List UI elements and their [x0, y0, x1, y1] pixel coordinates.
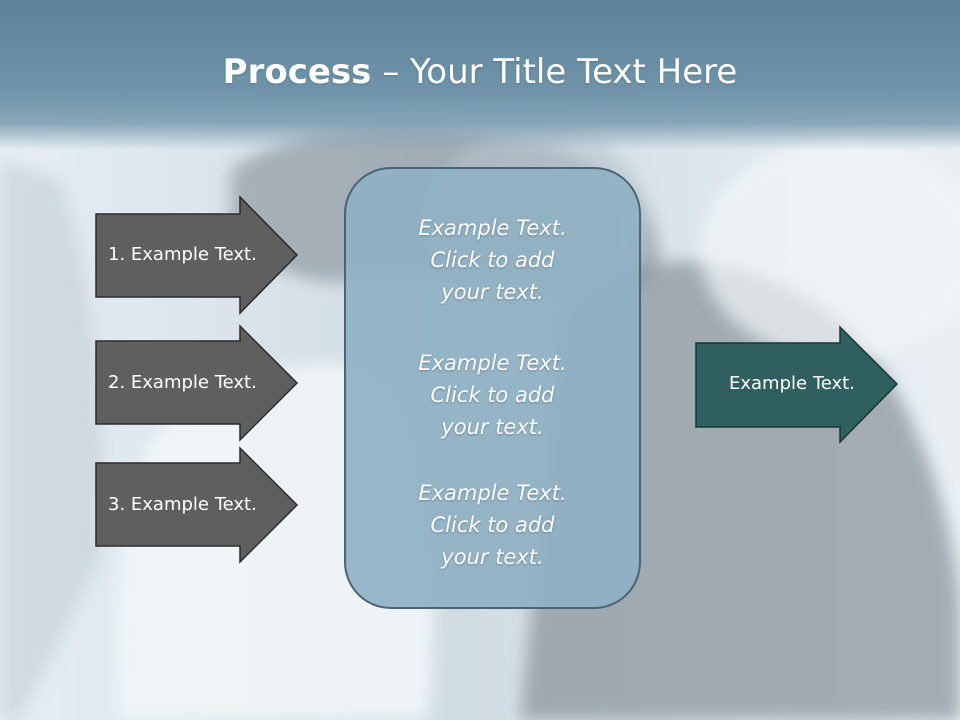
title-bar — [0, 0, 960, 150]
center-block-3-line-3: your text. — [441, 545, 544, 569]
right-arrow[interactable] — [695, 325, 899, 444]
left-arrow-2[interactable] — [95, 324, 299, 442]
center-block-2-line-3: your text. — [441, 415, 544, 439]
center-block-3-line-2: Click to add — [430, 513, 555, 537]
left-arrow-2-label: 2. Example Text. — [108, 372, 257, 393]
center-block-3-line-1: Example Text. — [418, 481, 567, 505]
center-text-block-1: Example Text. Click to add your text. — [345, 212, 640, 308]
left-arrow-3[interactable] — [95, 446, 299, 564]
center-block-1-line-2: Click to add — [430, 248, 555, 272]
left-arrow-3-label: 3. Example Text. — [108, 494, 257, 515]
left-arrow-1-label: 1. Example Text. — [108, 244, 257, 265]
center-block-2-line-1: Example Text. — [418, 351, 567, 375]
slide-title[interactable]: Process – Your Title Text Here — [0, 52, 960, 92]
title-bold: Process — [222, 52, 372, 92]
center-text-block-2: Example Text. Click to add your text. — [345, 347, 640, 443]
center-text-block-3: Example Text. Click to add your text. — [345, 477, 640, 573]
title-rest: Your Title Text Here — [410, 52, 738, 92]
left-arrow-1[interactable] — [95, 195, 299, 315]
center-block-1-line-3: your text. — [441, 280, 544, 304]
title-dash: – — [371, 52, 411, 92]
right-arrow-label: Example Text. — [729, 373, 855, 394]
center-block-1-line-1: Example Text. — [418, 216, 567, 240]
center-block-2-line-2: Click to add — [430, 383, 555, 407]
center-box[interactable] — [344, 167, 641, 609]
